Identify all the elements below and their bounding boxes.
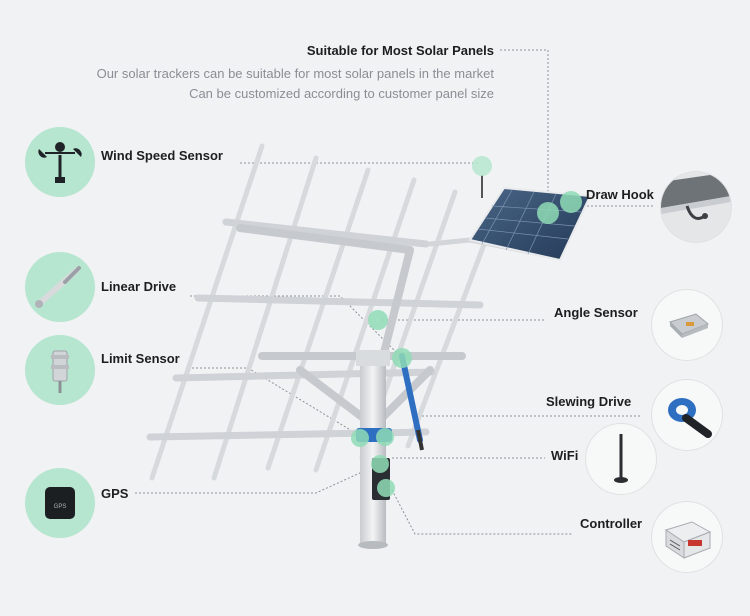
gps-device-icon: GPS: [25, 468, 95, 538]
leader-controller: [391, 489, 572, 535]
label-draw-hook: Draw Hook: [586, 187, 654, 202]
frame-rails: [149, 143, 503, 481]
leader-solar-panels: [500, 49, 549, 192]
component-highlights: [351, 191, 582, 497]
linear-actuator: [399, 353, 423, 443]
header-title: Suitable for Most Solar Panels: [306, 43, 494, 58]
linear-actuator-icon: [25, 252, 95, 322]
tracker-pole: [360, 360, 386, 546]
label-controller: Controller: [580, 516, 643, 531]
draw-hook-icon: [661, 172, 731, 242]
gps-device-text: GPS: [54, 504, 67, 510]
header-description-line1: Our solar trackers can be suitable for m…: [96, 66, 494, 81]
limit-sensor-icon: [25, 335, 95, 405]
label-wind-speed-sensor: Wind Speed Sensor: [101, 148, 223, 163]
label-limit-sensor: Limit Sensor: [101, 351, 180, 366]
label-gps: GPS: [101, 486, 129, 501]
label-linear-drive: Linear Drive: [101, 279, 177, 294]
label-angle-sensor: Angle Sensor: [554, 305, 638, 320]
header-description-line2: Can be customized according to customer …: [189, 86, 494, 101]
angle-sensor-icon: [652, 290, 722, 360]
slewing-drive-icon: [652, 380, 722, 450]
controller-box-icon: [652, 502, 722, 572]
leader-gps: [135, 461, 385, 494]
label-slewing-drive: Slewing Drive: [546, 394, 632, 409]
anemometer-icon: [25, 127, 95, 197]
solar-panel: [468, 186, 592, 262]
wifi-antenna-icon: [586, 424, 656, 494]
label-wifi: WiFi: [551, 448, 579, 463]
